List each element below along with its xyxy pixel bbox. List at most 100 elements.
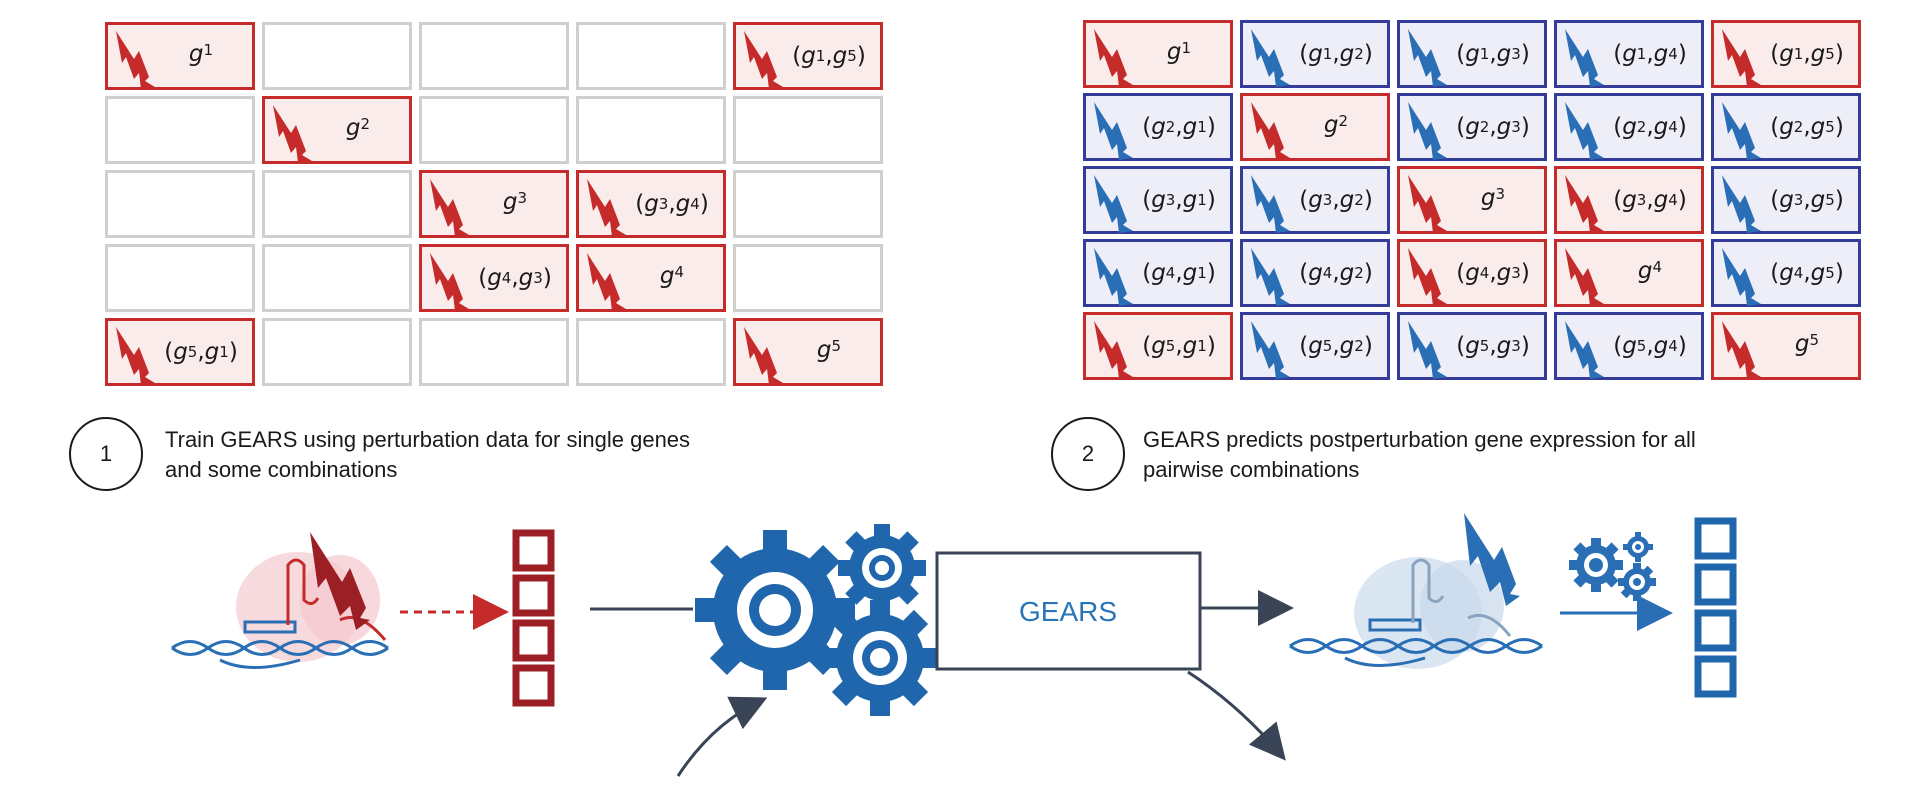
empty-cell: [576, 22, 726, 90]
lightning-bolt-icon: [116, 327, 155, 385]
lightning-bolt-icon: [1722, 102, 1761, 160]
empty-cell: [105, 244, 255, 312]
lightning-bolt-icon: [1094, 29, 1133, 87]
lightning-bolt-icon: [744, 31, 783, 89]
gears-icon-large: [695, 524, 938, 716]
expression-vector-icon-red: [512, 529, 555, 707]
lightning-bolt-icon: [1094, 175, 1133, 233]
lightning-bolt-icon-right: [1464, 513, 1520, 606]
lightning-bolt-icon: [1408, 175, 1447, 233]
empty-cell: [262, 318, 412, 386]
step-1-caption: Train GEARS using perturbation data for …: [165, 427, 691, 482]
step-2-caption: GEARS predicts postperturbation gene exp…: [1143, 427, 1696, 482]
empty-cell: [733, 244, 883, 312]
lightning-bolt-icon: [587, 179, 626, 237]
lightning-bolt-icon: [1408, 102, 1447, 160]
step-1-number: 1: [99, 441, 113, 466]
lightning-bolt-icon: [1251, 102, 1290, 160]
lightning-bolt-icon: [1251, 29, 1290, 87]
lightning-bolt-icon: [1251, 175, 1290, 233]
expression-vector-icon-blue: [1694, 517, 1737, 698]
empty-cell: [262, 22, 412, 90]
lightning-bolt-icon: [1565, 102, 1604, 160]
lightning-bolt-icon: [1094, 102, 1133, 160]
lightning-bolt-icon: [1408, 29, 1447, 87]
empty-cell: [733, 170, 883, 238]
lightning-bolt-icon: [1408, 248, 1447, 306]
lightning-bolt-icon: [1094, 321, 1133, 379]
lightning-bolt-icon: [1565, 29, 1604, 87]
step-1-badge: 1: [69, 417, 143, 491]
lightning-bolt-icon: [587, 253, 626, 311]
gears-model-box: [935, 551, 1202, 671]
branch-arrow: [1187, 670, 1286, 761]
step-2-badge: 2: [1051, 417, 1125, 491]
lightning-bolt-icon: [1251, 248, 1290, 306]
lightning-bolt-icon: [1722, 175, 1761, 233]
empty-cell: [419, 22, 569, 90]
lightning-bolt-icon: [1565, 321, 1604, 379]
step-2-number: 2: [1081, 441, 1095, 466]
empty-cell: [576, 96, 726, 164]
lightning-bolt-icon: [1722, 248, 1761, 306]
input-arrow: [676, 696, 768, 777]
empty-cell: [105, 96, 255, 164]
lightning-bolt-icon: [1565, 175, 1604, 233]
lightning-bolt-icon: [1565, 248, 1604, 306]
empty-cell: [105, 170, 255, 238]
